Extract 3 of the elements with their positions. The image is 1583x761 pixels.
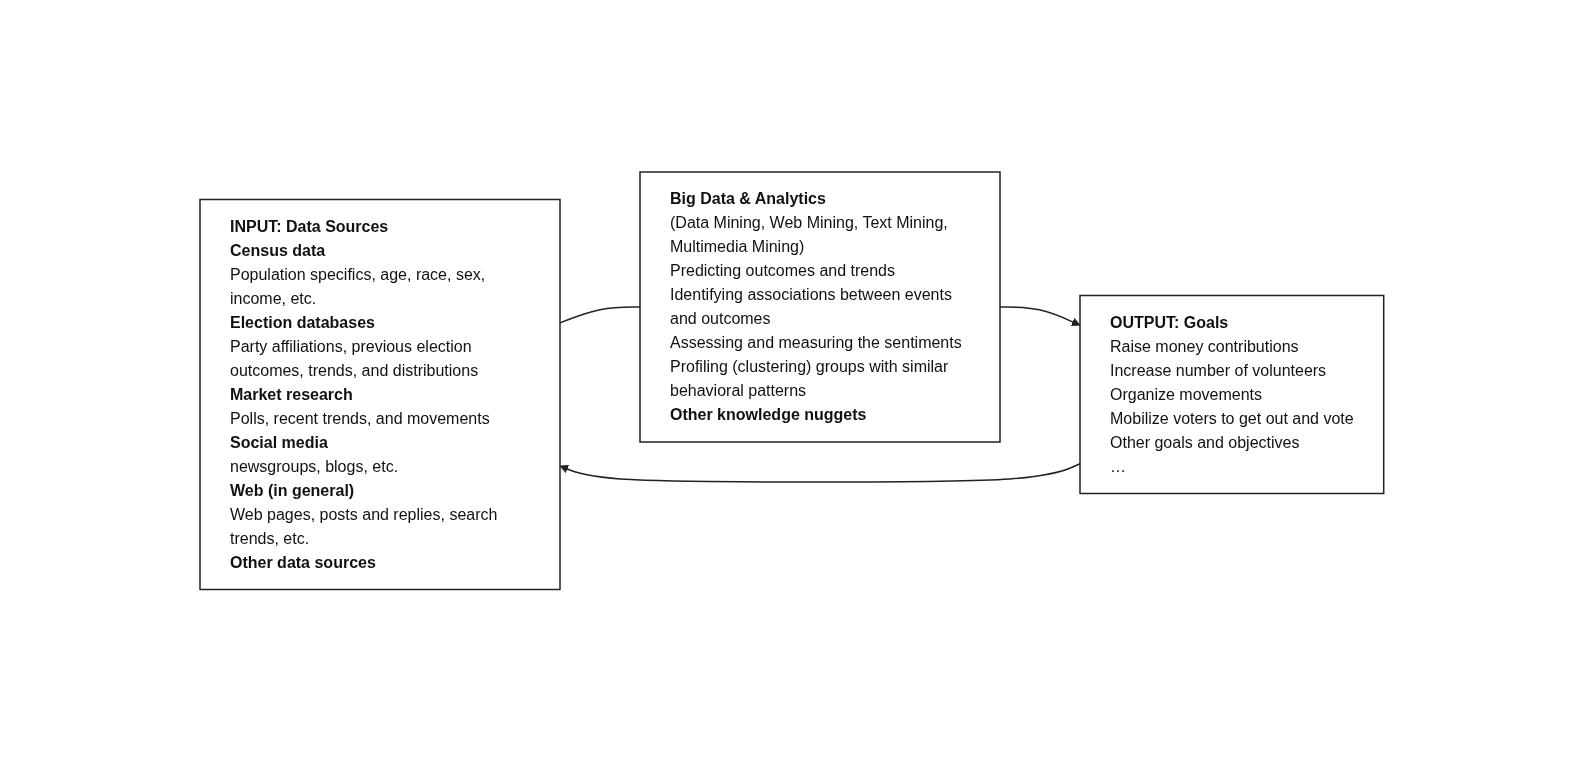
node-box: Big Data & Analytics (Data Mining, Web Mining, Text Mining, Multimedia Mining) Predicting outcomes and trends Identifying associations between events and outcomes Assessing and measuring the sentiments Profiling (clustering) groups with similar behavioral patterns Other knowledge nuggets — [638, 171, 1001, 443]
node-box: INPUT: Data Sources Census data Population specifics, age, race, sex, income, etc. Election databases Party affiliations, previous election outcomes, trends, and distributions Market research Polls, recent trends, and movements Social media newsgroups, blogs, etc. Web (in general) Web pages, posts and replies, search trends, etc. Other data sources — [198, 198, 561, 590]
node-box: OUTPUT: Goals Raise money contributions Increase number of volunteers Organize movements Mobilize voters to get out and vote Other goals and objectives … — [1078, 294, 1385, 494]
